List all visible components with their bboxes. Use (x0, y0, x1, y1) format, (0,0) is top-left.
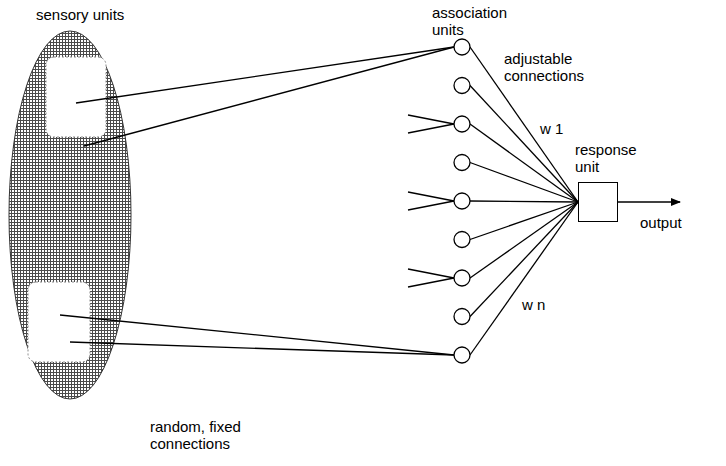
association-unit (454, 155, 470, 171)
fixed-connection (70, 342, 454, 355)
sensory-field: sensory units (8, 30, 132, 400)
adjustable-connection (470, 163, 578, 203)
fixed-connection (76, 47, 454, 103)
node-heading: response unit (575, 141, 649, 175)
adjustable-connection (470, 86, 578, 203)
adjustable-connection (470, 202, 578, 355)
response-box: response unit (578, 182, 618, 222)
fixed-connection (408, 201, 454, 210)
adjustable-connection (470, 202, 578, 240)
receptive-patch (28, 282, 90, 362)
receptive-patch (46, 57, 106, 137)
adjustable-connection (470, 202, 578, 278)
association-unit (454, 39, 470, 55)
diagram-label: random, fixed connections (150, 418, 278, 452)
association-unit (454, 78, 470, 94)
fixed-connection (408, 124, 454, 133)
output-arrow (618, 201, 680, 203)
adjustable-connection (470, 124, 578, 202)
node-heading: sensory units (36, 6, 124, 23)
diagram-label: output (640, 214, 682, 231)
fixed-connection (408, 278, 454, 287)
fixed-connection (408, 192, 454, 201)
fixed-connection (408, 269, 454, 278)
association-unit (454, 232, 470, 248)
adjustable-connection (470, 47, 578, 202)
diagram-label: w n (522, 296, 545, 313)
diagram-label: association units (432, 4, 524, 38)
fixed-connection (84, 47, 454, 146)
adjustable-connection (470, 201, 578, 202)
fixed-connection (408, 115, 454, 124)
fixed-connection (60, 315, 454, 355)
association-unit (454, 193, 470, 209)
association-unit (454, 347, 470, 363)
diagram-label: adjustable connections (504, 50, 596, 84)
association-unit (454, 309, 470, 325)
association-unit (454, 270, 470, 286)
association-unit (454, 116, 470, 132)
adjustable-connection (470, 202, 578, 317)
sensory-ellipse (8, 30, 132, 400)
diagram-label: w 1 (540, 120, 563, 137)
